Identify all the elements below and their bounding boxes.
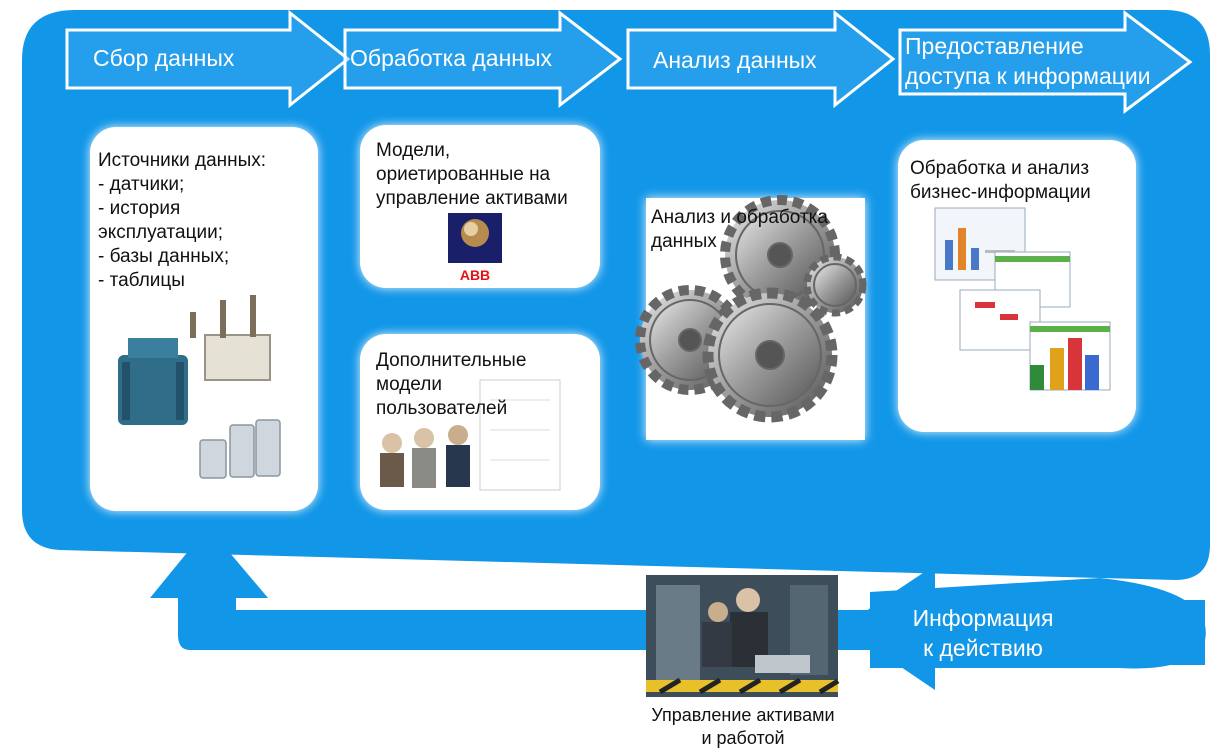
stage-arrow-1: [65, 9, 351, 109]
switchgear-icon: [190, 295, 271, 381]
abb-brain-logo: ABB: [448, 213, 502, 283]
stage-arrow-3: [626, 9, 896, 109]
stage-label-analyze: Анализ данных: [653, 47, 817, 73]
stage-label-collect: Сбор данных: [93, 45, 235, 71]
photo-caption: Управление активами и работой: [651, 705, 835, 748]
gears-image: [635, 195, 867, 423]
report-charts-image: [934, 207, 1111, 391]
abb-logo-text: ABB: [460, 267, 490, 283]
stage-arrows: [65, 9, 1193, 115]
analysis-text: Анализ и обработка данных: [651, 207, 828, 252]
business-text: Обработка и анализ бизнес-информации: [910, 158, 1091, 203]
engineers-image: [380, 379, 561, 491]
stage-label-process: Обработка данных: [350, 45, 553, 71]
stage-arrow-2: [343, 9, 623, 109]
asset-models-text: Модели, ориетированные на управление акт…: [376, 140, 568, 209]
stage-label-provide-access: Предоставление доступа к информации: [905, 33, 1151, 89]
feedback-arrow: [842, 565, 1205, 690]
user-models-text: Дополнительные модели пользователей: [376, 350, 527, 419]
capacitor-icon: [199, 419, 281, 479]
feedback-label: Информация к действию: [912, 605, 1054, 661]
transformer-icon: [118, 338, 188, 425]
stage-arrow-4: [898, 9, 1193, 115]
data-sources-text: Источники данных: - датчики; - история э…: [98, 150, 267, 291]
return-up-arrow: [150, 527, 268, 598]
asset-management-photo: [646, 575, 840, 697]
